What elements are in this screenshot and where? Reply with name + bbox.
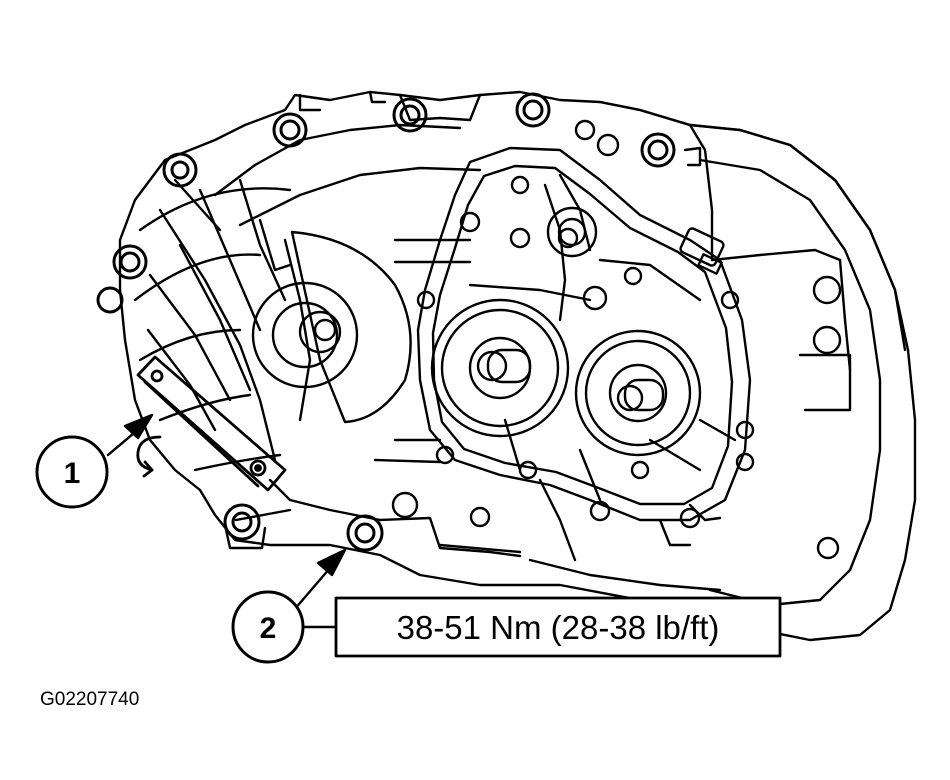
speed-sensor — [679, 227, 725, 275]
callout-1-circle — [35, 435, 109, 509]
torque-spec-text: 38-51 Nm (28-38 lb/ft) — [397, 609, 720, 646]
bolt-top-2 — [392, 97, 428, 133]
callout-2-leader — [292, 566, 332, 612]
output-bearing — [574, 329, 702, 457]
callout-1-arrowhead — [123, 413, 154, 440]
callout-1-number: 1 — [64, 457, 81, 490]
gear-case-cover — [416, 146, 752, 522]
callout-2: 2 — [231, 548, 347, 664]
perimeter-bolts — [96, 92, 676, 552]
clutch-release-cover — [290, 230, 412, 424]
bolt-torqued — [346, 514, 384, 552]
shift-shaft — [546, 206, 598, 258]
figure-id: G02207740 — [40, 689, 139, 710]
bolt-top-3 — [515, 92, 551, 128]
bolt-left-2 — [112, 244, 148, 280]
brackets — [223, 146, 722, 550]
cover-bolts — [391, 119, 842, 560]
bolt-left-3 — [96, 286, 124, 314]
callout-1: 1 — [35, 413, 154, 509]
bolt-bottom-1 — [223, 503, 261, 541]
transaxle-housing — [118, 90, 917, 642]
bolt-top-4 — [640, 132, 676, 168]
input-bearing — [430, 298, 570, 438]
callout-2-arrowhead — [316, 548, 347, 577]
torque-spec-box: 38-51 Nm (28-38 lb/ft) — [334, 596, 782, 658]
bolt-left-1 — [162, 152, 198, 188]
input-shaft — [251, 281, 359, 389]
bolt-top-1 — [272, 112, 308, 148]
release-lever — [136, 355, 287, 492]
callout-2-number: 2 — [260, 612, 277, 645]
